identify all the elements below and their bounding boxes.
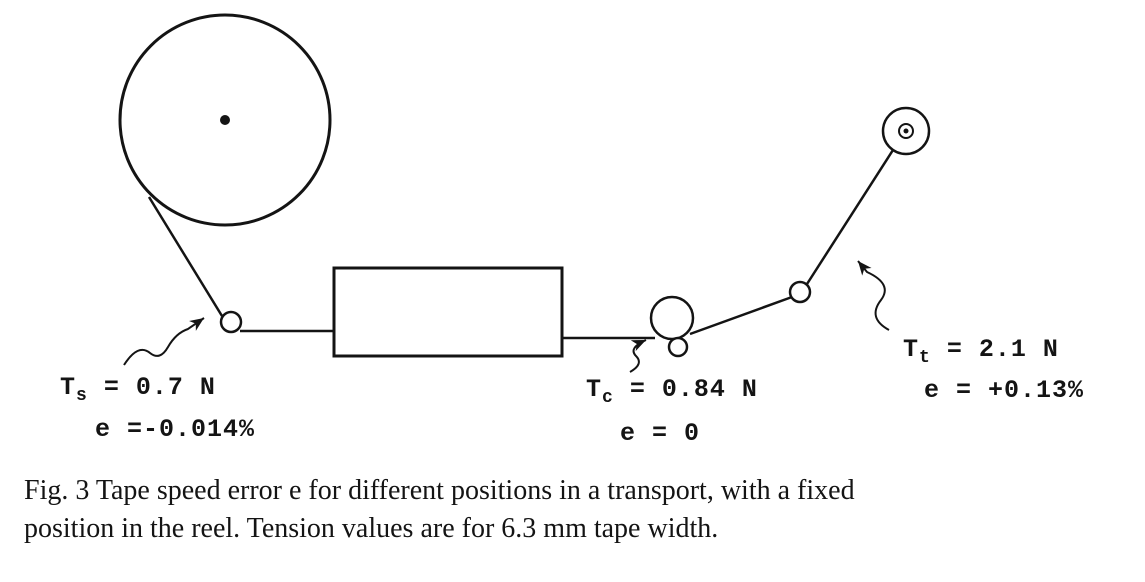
takeup-tension-label: Tt = 2.1 N xyxy=(903,335,1059,367)
supply-tension-symbol: T xyxy=(60,373,77,402)
capstan-tension-label: Tc = 0.84 N xyxy=(586,375,758,407)
capstan-tension-subscript: c xyxy=(602,388,614,408)
tape-guide-to-takeup xyxy=(805,149,895,285)
takeup-reel-center-dot xyxy=(903,128,909,134)
supply-tension-value: = 0.7 N xyxy=(87,373,216,402)
takeup-pointer-arrow xyxy=(857,260,890,331)
supply-tension-subscript: s xyxy=(76,386,88,406)
head-block xyxy=(332,266,564,358)
figure-caption: Fig. 3 Tape speed error e for different … xyxy=(24,472,855,548)
takeup-tension-subscript: t xyxy=(919,348,931,368)
supply-error-label: e =-0.014% xyxy=(95,415,256,444)
pinch-roller xyxy=(667,336,689,358)
right-guide-roller xyxy=(788,280,812,304)
supply-reel-center-dot xyxy=(220,115,230,125)
capstan-roller xyxy=(649,295,695,341)
caption-line-2: position in the reel. Tension values are… xyxy=(24,513,719,544)
capstan-tension-value: = 0.84 N xyxy=(613,375,758,404)
left-guide-roller xyxy=(219,310,243,334)
caption-line-1: Fig. 3 Tape speed error e for different … xyxy=(24,475,855,506)
takeup-error-label: e = +0.13% xyxy=(924,376,1085,405)
capstan-pointer-arrow xyxy=(629,339,647,373)
tape-reel-to-guide xyxy=(147,196,224,317)
capstan-tension-symbol: T xyxy=(586,375,603,404)
supply-tension-label: Ts = 0.7 N xyxy=(60,373,216,405)
takeup-tension-symbol: T xyxy=(903,335,920,364)
supply-pointer-arrow xyxy=(123,317,205,366)
takeup-tension-value: = 2.1 N xyxy=(930,335,1059,364)
capstan-error-label: e = 0 xyxy=(620,419,701,448)
tape-capstan-to-guide xyxy=(689,295,793,336)
